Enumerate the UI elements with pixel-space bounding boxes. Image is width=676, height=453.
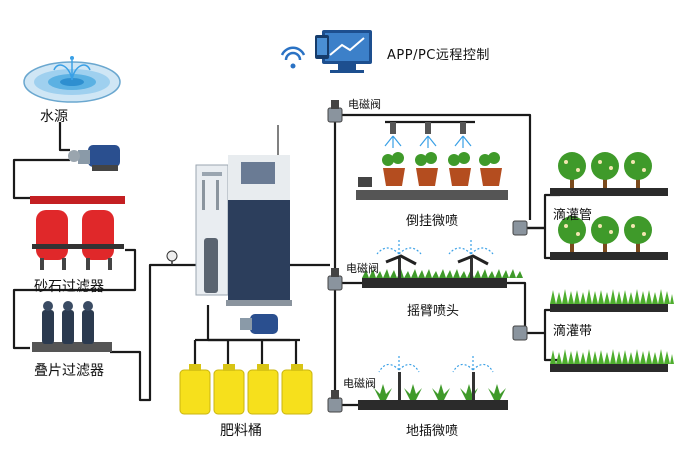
sand-filter-label: 砂石过滤器: [34, 279, 104, 295]
sand-filter-icon: [30, 196, 125, 270]
disc-filter-icon: [32, 301, 112, 352]
drip-pipe-trees-icon: [550, 152, 668, 260]
ground-sprayer-icon: [358, 354, 508, 410]
remote-control-label: APP/PC远程控制: [387, 48, 490, 63]
rocker-sprinkler-icon: [362, 240, 523, 288]
hanging-sprayer-icon: [384, 122, 472, 148]
valve-middle-label: 电磁阀: [346, 262, 379, 275]
drip-tape-grass-icon: [550, 289, 674, 372]
valve-top-label: 电磁阀: [348, 98, 381, 111]
disc-filter-label: 叠片过滤器: [34, 363, 104, 379]
potted-plants-icon: [356, 152, 508, 200]
ground-spray-label: 地插微喷: [406, 424, 459, 439]
water-source-label: 水源: [40, 109, 68, 125]
fertilizer-pump-icon: [240, 314, 278, 334]
pump-icon: [68, 145, 120, 171]
solenoid-valve-drip-icon: [512, 220, 528, 341]
solenoid-valve-bottom-icon: [327, 390, 343, 413]
water-source-icon: [23, 56, 121, 103]
rocker-sprinkler-label: 摇臂喷头: [407, 304, 460, 319]
hanging-spray-label: 倒挂微喷: [406, 214, 459, 229]
solenoid-valve-top-icon: [327, 100, 343, 123]
drip-pipe-label: 滴灌管: [553, 208, 593, 223]
valve-bottom-label: 电磁阀: [343, 377, 376, 390]
solenoid-valve-middle-icon: [327, 268, 343, 291]
drip-tape-label: 滴灌带: [553, 324, 593, 339]
control-cabinet-icon: [195, 125, 292, 306]
pressure-gauge-icon: [166, 250, 178, 265]
fertilizer-buckets-icon: [179, 364, 313, 415]
fertilizer-bucket-label: 肥料桶: [220, 423, 262, 439]
monitor-wifi-icon: [280, 30, 372, 73]
